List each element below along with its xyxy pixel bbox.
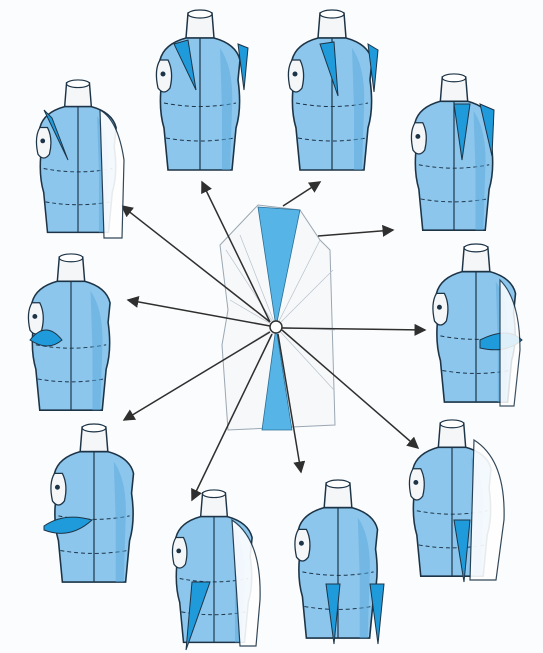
figure-top-right [411, 74, 494, 230]
figure-lower-right [409, 420, 504, 582]
figure-top-left [36, 80, 124, 238]
figure-bottom-center [295, 480, 384, 644]
figure-bottom-left [172, 490, 260, 650]
arrow-to-top-right [318, 230, 393, 236]
figure-top-center-right [288, 10, 378, 170]
central-pattern [220, 205, 335, 430]
bust-point [270, 321, 282, 333]
figure-middle-right [433, 244, 522, 406]
figure-upper-left [28, 254, 110, 410]
figure-top-center-left [156, 10, 248, 170]
arrow-to-top-center-right [283, 182, 320, 206]
figure-middle-left [44, 424, 134, 582]
